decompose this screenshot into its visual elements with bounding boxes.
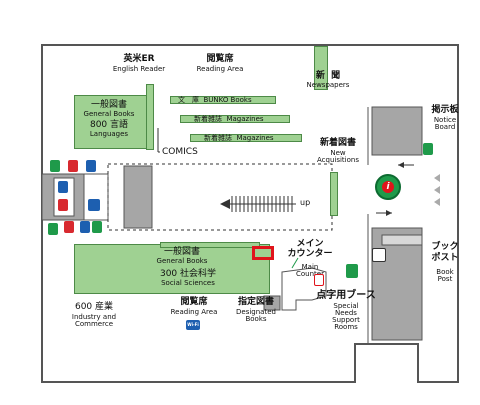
newspapers-label: 新 聞 Newspapers	[306, 71, 350, 89]
reading-area-bottom-label: 閲覧席 Reading Area	[170, 297, 218, 316]
book-post-icon	[372, 248, 386, 262]
shelf-new-acquisitions	[330, 172, 338, 216]
accessible-restroom-icon	[92, 221, 102, 233]
restroom-men-icon-bottom	[80, 221, 90, 233]
bunko-label: 文 庫 BUNKO Books	[178, 96, 252, 104]
shelf-bunko	[170, 96, 276, 104]
shelf-magazines-1	[180, 115, 290, 123]
industry-label: 600 産業 Industry and Commerce	[71, 302, 117, 328]
stairs-up-label: up	[300, 198, 311, 207]
general-books-bottom-label: 一般図書 General Books	[156, 247, 208, 265]
shelf-general-books-bottom	[74, 244, 270, 294]
current-location-marker	[252, 246, 274, 260]
new-acquisitions-label: 新着図書 New Acquisitions	[317, 138, 359, 164]
shelf-magazines-2	[190, 134, 302, 142]
special-needs-icon	[346, 264, 358, 278]
english-reader-label: 英米ER English Reader	[112, 54, 166, 73]
restroom-women-icon-bottom	[64, 221, 74, 233]
comics-label: COMICS	[162, 147, 198, 157]
shelf-english-reader	[146, 84, 154, 150]
reading-area-top-label: 閲覧席 Reading Area	[196, 54, 244, 73]
restroom-men-icon	[58, 181, 68, 193]
restroom-women-icon-top	[68, 160, 78, 172]
notice-board-label: 掲示板 Notice Board	[431, 105, 459, 131]
restroom-men-icon-top	[86, 160, 96, 172]
shelf-general-books-top	[74, 95, 150, 149]
social-sciences-label: 300 社会科学 Social Sciences	[159, 269, 217, 287]
book-post-label: ブック ポスト Book Post	[431, 242, 459, 283]
designated-books-label: 指定図書 Designated Books	[236, 297, 276, 323]
general-books-top-label: 一般図書 General Books 800 言語 Languages	[83, 100, 135, 138]
emergency-exit-icon-left	[50, 160, 60, 172]
wifi-icon: Wi-Fi	[186, 320, 200, 330]
info-icon: i	[375, 174, 401, 200]
magazines-label-2: 新着雑誌 Magazines	[204, 134, 274, 142]
restroom-women-icon	[58, 199, 68, 211]
shelf-newspapers	[314, 46, 328, 90]
braille-booth-label: 点字用ブース Special Needs Support Rooms	[316, 290, 376, 331]
shelf-industry	[160, 242, 260, 248]
magazines-label-1: 新着雑誌 Magazines	[194, 115, 264, 123]
wheelchair-icon	[88, 199, 100, 211]
counter-icon	[314, 274, 324, 286]
emergency-exit-icon-left-bottom	[48, 223, 58, 235]
main-counter-label: メイン カウンター Main Counter	[287, 239, 333, 278]
emergency-exit-icon-right	[423, 143, 433, 155]
